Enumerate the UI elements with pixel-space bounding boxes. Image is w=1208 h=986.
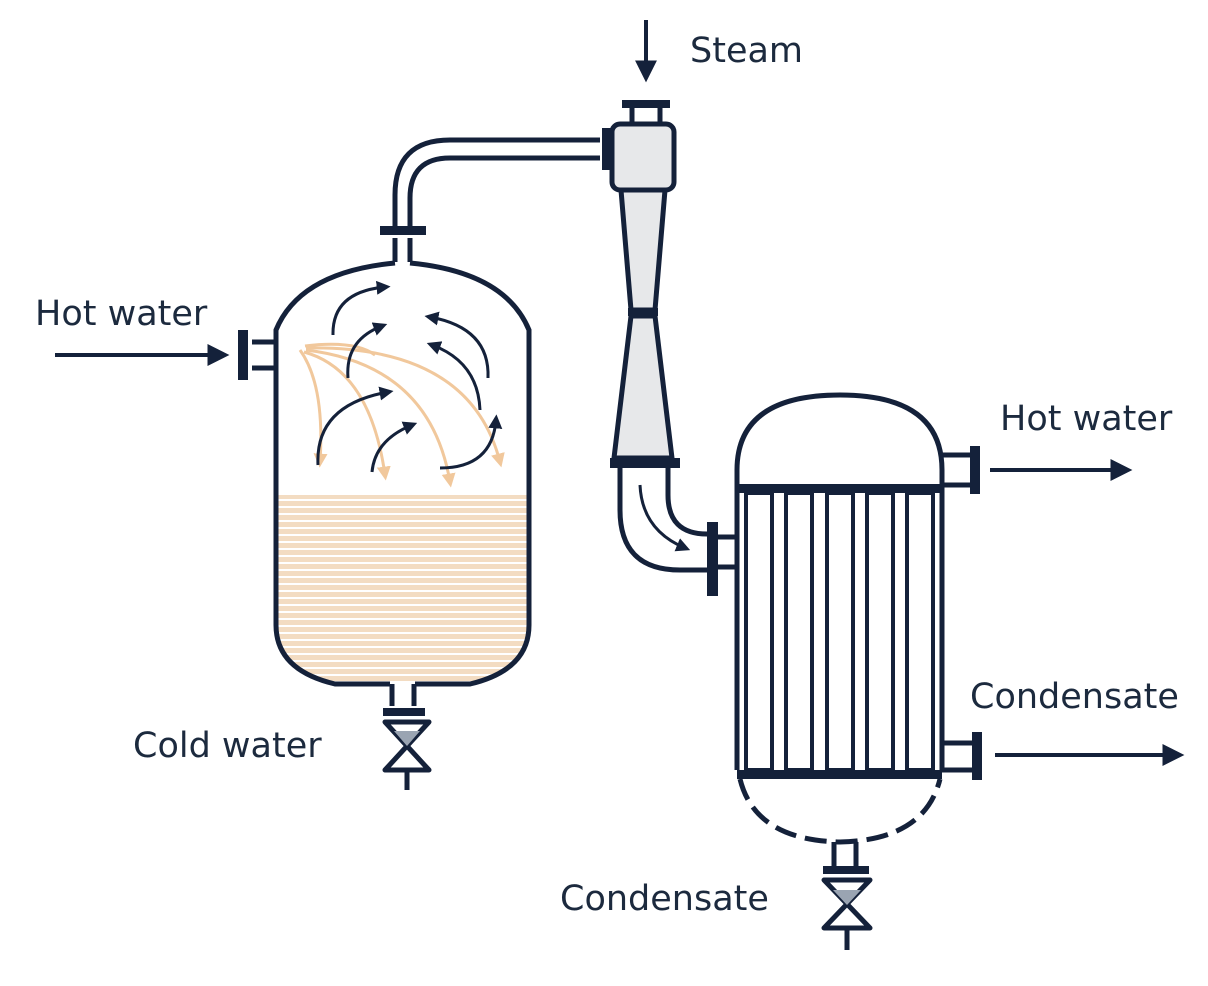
condenser <box>718 392 982 950</box>
flow-arrows <box>55 20 1185 766</box>
condenser-tubes <box>744 491 935 772</box>
ejector-converging-section <box>618 187 668 313</box>
ejector-head <box>609 121 677 193</box>
mixing-vessel <box>238 226 532 790</box>
steam-ejector <box>609 100 680 468</box>
discharge-pipe <box>617 468 718 596</box>
hot-water-inlet-label: Hot water <box>35 294 208 334</box>
ejector-diffuser <box>611 313 675 461</box>
cold-water-label: Cold water <box>133 726 322 766</box>
condensate-side-label: Condensate <box>970 677 1179 717</box>
vessel-top-flange <box>380 226 426 262</box>
condenser-bottom-head <box>737 778 943 845</box>
suction-pipe <box>392 128 612 226</box>
condensate-bottom-outlet <box>821 842 873 950</box>
hot-water-outlet-label: Hot water <box>1000 399 1173 439</box>
water-spray-streams <box>298 342 505 488</box>
valve-icon <box>382 719 432 790</box>
steam-label: Steam <box>690 31 803 71</box>
condensate-side-nozzle <box>942 732 982 780</box>
liquid-level <box>276 495 529 683</box>
vapour-flow-arrows <box>316 280 503 473</box>
valve-icon <box>821 877 873 950</box>
vessel-shell <box>273 260 532 687</box>
condenser-shell <box>734 392 945 770</box>
hot-water-inlet-nozzle <box>238 330 276 380</box>
hot-water-outlet-nozzle <box>942 446 980 494</box>
condensate-bottom-label: Condensate <box>560 879 769 919</box>
cold-water-outlet <box>382 684 432 790</box>
